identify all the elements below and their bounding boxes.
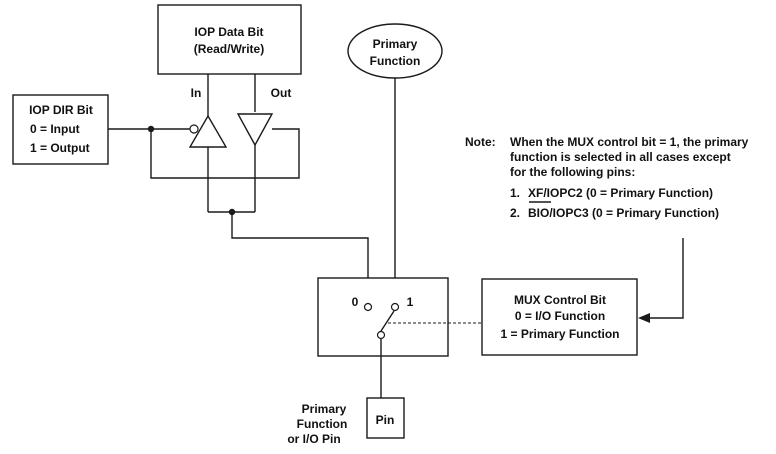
note-line3: for the following pins: [510, 165, 635, 179]
out-label: Out [271, 86, 292, 100]
input-buffer-enable-bubble [189, 124, 199, 134]
mux-control-bit-box [481, 278, 638, 356]
wire-note-to-mux-control [650, 238, 684, 319]
note-line1: When the MUX control bit = 1, the primar… [510, 135, 749, 149]
wire-dir-to-output-enable [150, 128, 300, 179]
iop-data-bit-box [157, 4, 302, 75]
iop-dir-bit-opt1: 1 = Output [30, 141, 90, 155]
iop-dir-bit-opt0: 0 = Input [30, 122, 80, 136]
note-label: Note: [465, 135, 496, 149]
mux-input-1-label: 1 [407, 295, 414, 309]
note-item2-number: 2. [510, 206, 520, 220]
iop-dir-bit-box [12, 94, 109, 165]
note-item1-text: XF/IOPC2 (0 = Primary Function) [528, 186, 713, 200]
mux-control-bit-opt0: 0 = I/O Function [515, 309, 605, 323]
primary-function-line2: Function [370, 54, 421, 68]
primary-function-line1: Primary [373, 37, 418, 51]
output-buffer-triangle [236, 113, 274, 147]
note-line2: function is selected in all cases except [510, 150, 731, 164]
mux-control-bit-opt1: 1 = Primary Function [500, 327, 619, 341]
iop-dir-bit-title: IOP DIR Bit [29, 103, 93, 117]
note-item2-text: BIO/IOPC3 (0 = Primary Function) [528, 206, 719, 220]
in-label: In [191, 86, 202, 100]
mux-input-0-terminal [363, 302, 373, 312]
pin-box-label: Pin [376, 413, 395, 427]
pin-box [366, 397, 405, 439]
pin-description-line3: or I/O Pin [287, 432, 340, 446]
wire-to-mux-0 [231, 212, 369, 301]
pin-description-line1: Primary [302, 402, 347, 416]
primary-function-ellipse [347, 23, 443, 79]
pin-description-line2: Function [297, 417, 348, 431]
mux-box [317, 277, 449, 357]
note-item1-number: 1. [510, 186, 520, 200]
arrow-into-mux-control [638, 313, 650, 323]
mux-input-1-terminal [390, 302, 400, 312]
mux-input-0-label: 0 [352, 295, 359, 309]
iop-data-bit-subtitle: (Read/Write) [194, 42, 264, 56]
iop-data-bit-title: IOP Data Bit [194, 25, 263, 39]
mux-control-bit-title: MUX Control Bit [514, 293, 606, 307]
mux-switch-arm [380, 310, 395, 332]
mux-output-terminal [376, 330, 386, 340]
